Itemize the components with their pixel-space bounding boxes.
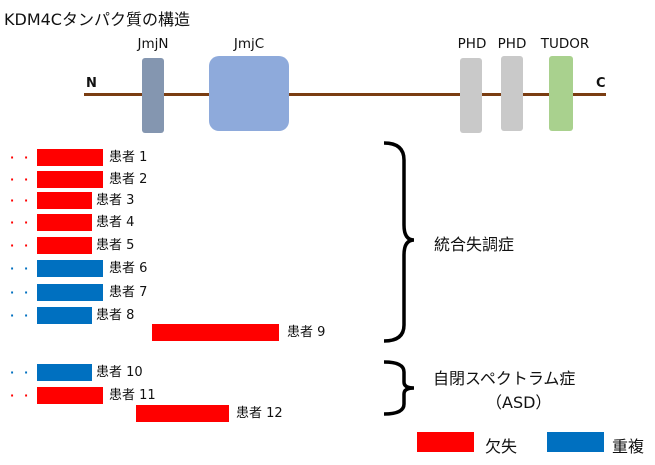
patient-12-label: 患者 12 (236, 406, 283, 421)
patient-7-bar (37, 284, 103, 301)
patient-5-bar (37, 237, 92, 254)
patient-12-bar (136, 405, 229, 422)
patient-8-label: 患者 8 (96, 308, 135, 323)
domain-label-jmjc: JmjC (233, 36, 265, 52)
dots-11: · · (10, 389, 32, 402)
patient-4-label: 患者 4 (96, 215, 135, 230)
domain-jmjc-box (209, 56, 289, 131)
schizophrenia-label: 統合失調症 (434, 235, 515, 254)
legend-duplication-swatch (547, 432, 604, 452)
patient-11-bar (37, 387, 103, 404)
asd-sublabel: （ASD） (486, 393, 552, 412)
domain-phd-1-box (460, 58, 482, 133)
patient-10-label: 患者 10 (96, 365, 143, 380)
dots-4: · · (10, 216, 32, 229)
dots-7: · · (10, 286, 32, 299)
c-terminus-label: C (596, 76, 606, 91)
patient-8-bar (37, 307, 92, 324)
patient-3-bar (37, 192, 92, 209)
asd-label: 自閉スペクトラム症 (433, 369, 576, 388)
patient-2-bar (37, 171, 103, 188)
patient-5-label: 患者 5 (96, 238, 135, 253)
legend-deletion-swatch (417, 432, 474, 452)
patient-6-label: 患者 6 (109, 261, 148, 276)
patient-9-label: 患者 9 (287, 325, 326, 340)
patient-1-bar (37, 149, 103, 166)
patient-10-bar (37, 364, 92, 381)
n-terminus-label: N (86, 76, 97, 91)
domain-phd-2-box (501, 56, 523, 131)
dots-6: · · (10, 262, 32, 275)
patient-6-bar (37, 260, 103, 277)
dots-2: · · (10, 173, 32, 186)
group-braces (383, 141, 415, 416)
domain-tudor-box (549, 56, 573, 131)
dots-1: · · (10, 151, 32, 164)
patient-1-label: 患者 1 (109, 150, 148, 165)
patient-2-label: 患者 2 (109, 172, 148, 187)
patient-9-bar (152, 324, 279, 341)
patient-3-label: 患者 3 (96, 193, 135, 208)
legend-deletion-label: 欠失 (485, 437, 518, 456)
legend-duplication-label: 重複 (612, 437, 645, 456)
domain-label-phd-2: PHD (497, 36, 527, 52)
patient-4-bar (37, 214, 92, 231)
domain-label-tudor: TUDOR (540, 36, 590, 52)
schizophrenia-brace (383, 141, 415, 343)
patient-11-label: 患者 11 (109, 388, 156, 403)
dots-5: · · (10, 239, 32, 252)
figure-title: KDM4Cタンパク質の構造 (4, 10, 190, 29)
asd-brace (383, 360, 415, 416)
domain-label-jmjn: JmjN (137, 36, 169, 52)
domain-label-phd-1: PHD (457, 36, 487, 52)
dots-3: · · (10, 194, 32, 207)
domain-jmjn-box (142, 58, 164, 133)
patient-7-label: 患者 7 (109, 285, 148, 300)
dots-8: · · (10, 309, 32, 322)
protein-backbone (84, 93, 606, 96)
dots-10: · · (10, 366, 32, 379)
